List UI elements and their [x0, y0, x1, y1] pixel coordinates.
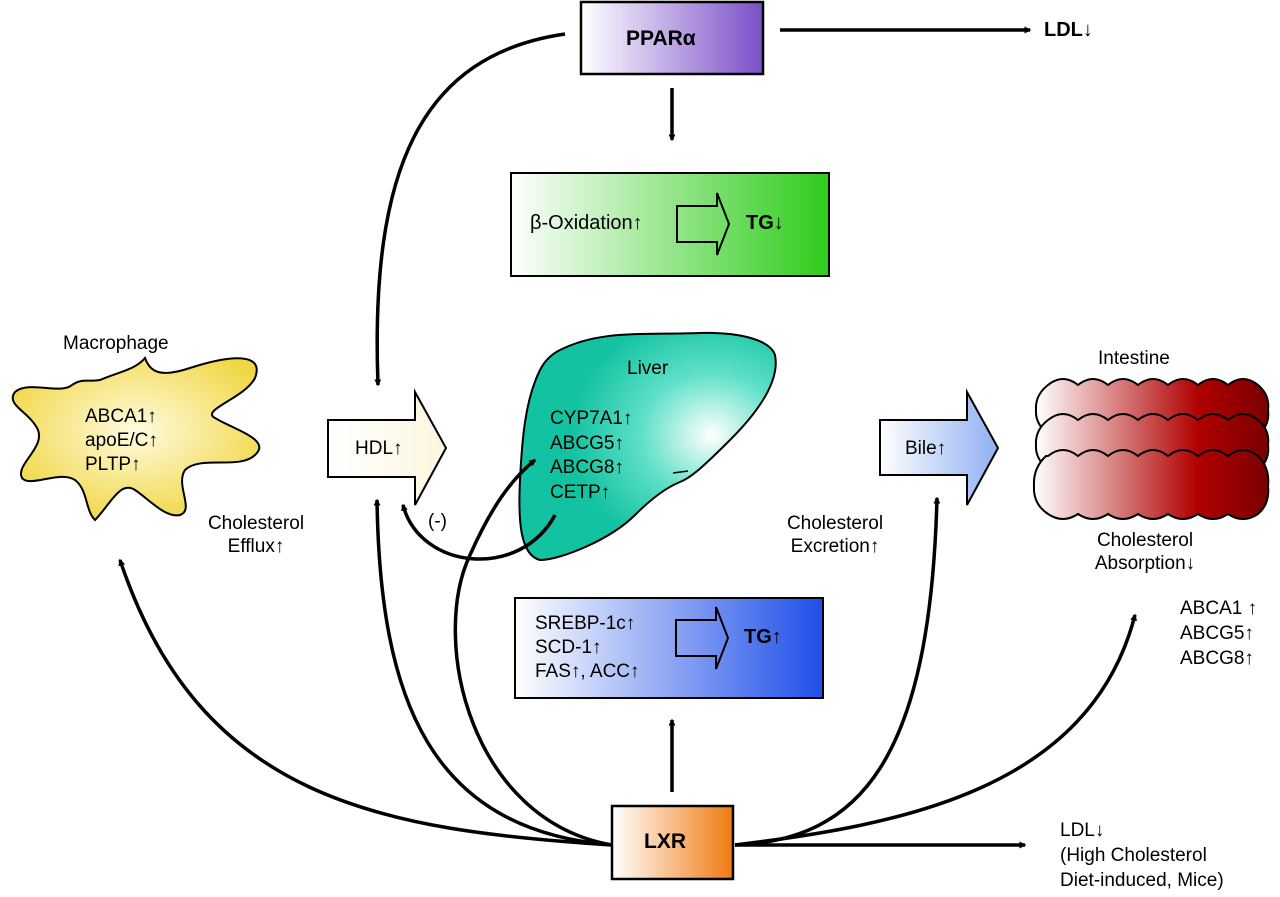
beta-oxidation-label: β-Oxidation↑: [530, 212, 643, 234]
arrow-liver-to-hdl-negative: [401, 503, 557, 561]
absorption-line: Cholesterol: [1096, 530, 1194, 551]
ldl-top-label: LDL↓: [1044, 19, 1093, 41]
liver-title: Liver: [627, 358, 669, 379]
arrow-lxr-to-liver: [453, 458, 613, 847]
macrophage-gene: PLTP↑: [85, 454, 141, 475]
negative-label: (-): [428, 511, 447, 532]
liver-shape: [518, 331, 777, 562]
bile-arrow-shape: [879, 388, 1000, 506]
excretion-line: Cholesterol: [786, 513, 884, 534]
intestine-shape: [1032, 378, 1270, 520]
macrophage-genes: ABCA1↑ apoE/C↑ PLTP↑: [85, 405, 158, 477]
excretion-line: Excretion↑: [790, 536, 880, 557]
efflux-line: Efflux↑: [227, 536, 285, 557]
liver-genes: CYP7A1↑ ABCG5↑ ABCG8↑ CETP↑: [550, 407, 632, 505]
macrophage-title: Macrophage: [63, 333, 169, 354]
ppara-box: [579, 0, 765, 76]
efflux-line: Cholesterol: [207, 513, 305, 534]
efflux-label: Cholesterol Efflux↑: [206, 512, 306, 558]
lxr-box: [610, 804, 735, 881]
liver-gene: CETP↑: [550, 481, 611, 503]
tg-up-label: TG↑: [744, 626, 782, 648]
macrophage-gene: ABCA1↑: [85, 406, 157, 427]
hdl-arrow-shape: [327, 388, 448, 506]
liver-gene: CYP7A1↑: [550, 408, 633, 429]
absorption-label: Cholesterol Absorption↓: [1075, 529, 1215, 575]
liver-line: [672, 470, 689, 474]
hdl-label: HDL↑: [355, 438, 403, 459]
absorption-line: Absorption↓: [1094, 553, 1196, 574]
arrow-lxr-to-hdl: [373, 498, 613, 847]
srebp-box: [514, 597, 824, 699]
ldl-bottom-label: LDL↓ (High Cholesterol Diet-induced, Mic…: [1060, 818, 1224, 893]
arrow-lxr-to-intestine: [734, 613, 1137, 847]
liver-gene: ABCG5↑: [550, 432, 624, 454]
srebp-gene: SREBP-1c↑: [535, 613, 636, 634]
arrow-lxr-to-macrophage: [118, 558, 613, 847]
lxr-label: LXR: [644, 830, 686, 853]
liver-gene: ABCG8↑: [550, 457, 624, 478]
hollow-arrow-srebp: [675, 606, 730, 670]
srebp-genes: SREBP-1c↑ SCD-1↑ FAS↑, ACC↑: [535, 612, 640, 684]
hollow-arrow-beta: [676, 192, 731, 256]
bile-label: Bile↑: [905, 438, 947, 459]
intestine-gene: ABCG8↑: [1180, 648, 1254, 669]
tg-down-label: TG↓: [746, 212, 784, 234]
macrophage-gene: apoE/C↑: [85, 430, 158, 451]
intestine-gene: ABCA1 ↑: [1180, 598, 1258, 619]
srebp-gene: SCD-1↑: [535, 637, 602, 658]
ppara-label: PPARα: [626, 27, 696, 50]
ldl-bottom-line: (High Cholesterol: [1060, 845, 1207, 866]
ldl-bottom-line: LDL↓: [1060, 820, 1105, 841]
srebp-gene: FAS↑, ACC↑: [535, 661, 640, 682]
beta-oxidation-box: [510, 172, 830, 277]
intestine-genes: ABCA1 ↑ ABCG5↑ ABCG8↑: [1180, 596, 1257, 671]
intestine-title: Intestine: [1098, 348, 1170, 369]
arrow-ppara-to-hdl: [374, 32, 566, 387]
macrophage-shape: [11, 356, 261, 522]
intestine-gene: ABCG5↑: [1180, 623, 1254, 644]
excretion-label: Cholesterol Excretion↑: [770, 512, 900, 558]
ldl-bottom-line: Diet-induced, Mice): [1060, 870, 1224, 891]
